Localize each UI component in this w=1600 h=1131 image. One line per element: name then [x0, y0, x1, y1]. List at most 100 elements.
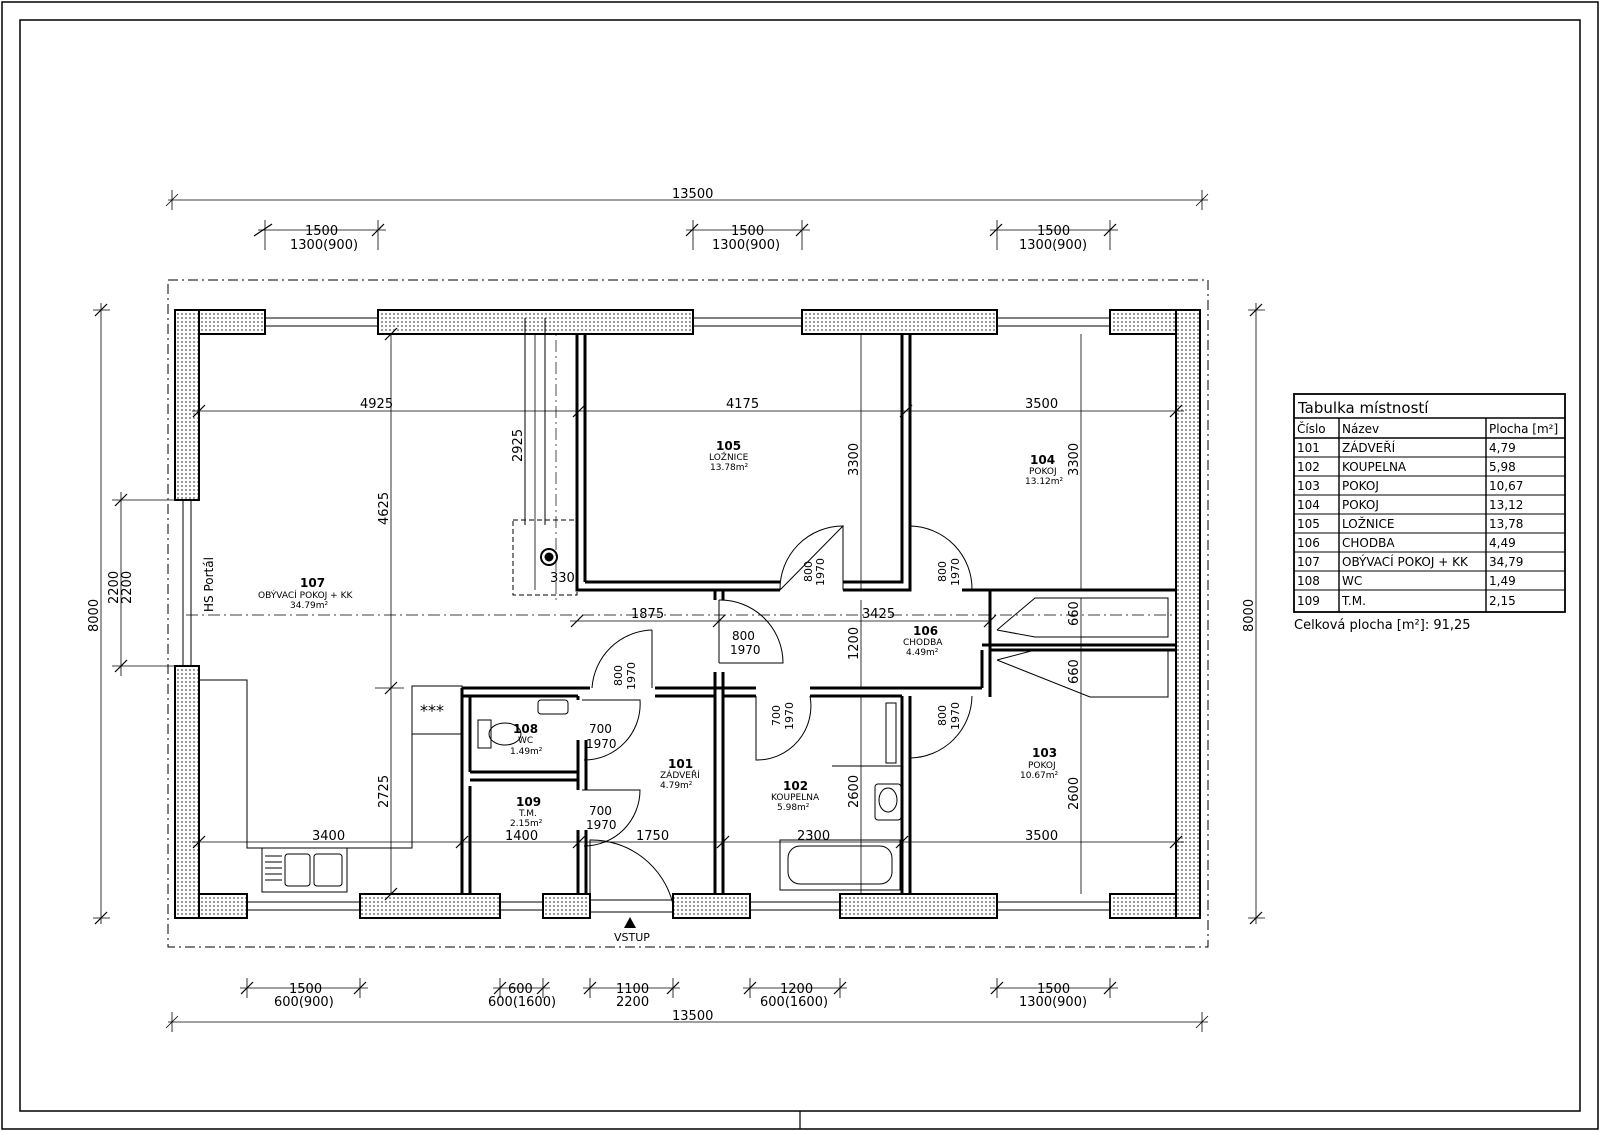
svg-text:5.98m²: 5.98m²: [777, 803, 810, 813]
svg-text:4.49m²: 4.49m²: [906, 648, 939, 658]
door-106-height: 1970: [730, 643, 761, 657]
room-103-label: 103 POKOJ 10.67m²: [1020, 746, 1059, 781]
table-row-number: 101: [1297, 441, 1320, 455]
door-108-width: 700: [589, 722, 612, 736]
dim-2600-102: 2600: [847, 775, 862, 808]
table-row-name: ZÁDVEŘÍ: [1342, 440, 1396, 455]
window-top-1-h: 1300(900): [290, 238, 358, 253]
window-bottom-1-w: 1500: [289, 982, 322, 997]
portal-label: HS Portál: [202, 557, 216, 612]
svg-text:CHODBA: CHODBA: [903, 638, 943, 648]
door-104-height: 1970: [949, 558, 962, 586]
room-106-label: 106 CHODBA 4.49m²: [903, 624, 943, 658]
dim-330: 330: [550, 571, 575, 586]
doors: [582, 525, 973, 905]
dim-1400: 1400: [505, 829, 538, 844]
svg-text:WC: WC: [518, 736, 533, 746]
window-bottom-3-h: 2200: [616, 995, 649, 1010]
svg-text:13.12m²: 13.12m²: [1025, 477, 1064, 487]
table-row-name: POKOJ: [1342, 498, 1379, 512]
door-105-width: 800: [802, 561, 815, 582]
svg-text:106: 106: [913, 624, 938, 638]
roof-outline: [167, 279, 1209, 948]
room-table-header-number: Číslo: [1297, 421, 1326, 436]
entry-label: VSTUP: [614, 931, 650, 944]
svg-text:POKOJ: POKOJ: [1029, 467, 1057, 477]
svg-text:13.78m²: 13.78m²: [710, 463, 749, 473]
room-104-label: 104 POKOJ 13.12m²: [1025, 453, 1064, 487]
table-row-area: 2,15: [1489, 594, 1516, 608]
exterior-walls: [174, 309, 1201, 919]
table-row-name: POKOJ: [1342, 479, 1379, 493]
room-table-header-area: Plocha [m²]: [1489, 422, 1558, 436]
dim-2300: 2300: [797, 829, 830, 844]
dim-4175: 4175: [726, 397, 759, 412]
svg-text:T.M.: T.M.: [518, 809, 537, 819]
room-101-label: 101 ZÁDVEŘÍ 4.79m²: [660, 757, 700, 791]
table-row-number: 107: [1297, 555, 1320, 569]
dim-overall-bottom: 13500: [672, 1009, 713, 1024]
chimney-duct: [512, 318, 578, 596]
dim-3500-bottom: 3500: [1025, 829, 1058, 844]
table-row-name: OBÝVACÍ POKOJ + KK: [1342, 554, 1469, 569]
door-104-width: 800: [936, 561, 949, 582]
table-row-name: KOUPELNA: [1342, 460, 1407, 474]
door-109-width: 700: [589, 804, 612, 818]
svg-text:LOŽNICE: LOŽNICE: [709, 451, 749, 463]
svg-text:109: 109: [516, 795, 541, 809]
room-107-label: 107 OBÝVACÍ POKOJ + KK 34.79m²: [258, 576, 353, 611]
door-107-height: 1970: [625, 662, 638, 690]
door-109-height: 1970: [586, 818, 617, 832]
room-table-title: Tabulka místností: [1297, 399, 1429, 417]
dim-4625: 4625: [377, 492, 392, 525]
door-103-width: 800: [936, 705, 949, 726]
table-row-area: 10,67: [1489, 479, 1523, 493]
dim-2925: 2925: [511, 429, 526, 462]
table-row-area: 1,49: [1489, 574, 1516, 588]
room-table: [1293, 393, 1566, 613]
svg-text:4.79m²: 4.79m²: [660, 781, 693, 791]
dim-3300-105: 3300: [847, 443, 862, 476]
dim-3500-top: 3500: [1025, 397, 1058, 412]
dim-660-a: 660: [1067, 601, 1082, 626]
svg-text:105: 105: [716, 439, 741, 453]
door-102-height: 1970: [783, 702, 796, 730]
dim-3425: 3425: [862, 607, 895, 622]
door-103-height: 1970: [949, 702, 962, 730]
room-table-header-name: Název: [1342, 422, 1379, 436]
window-bottom-5-h: 1300(900): [1019, 995, 1087, 1010]
table-row-number: 104: [1297, 498, 1320, 512]
window-top-2-h: 1300(900): [712, 238, 780, 253]
door-102-width: 700: [770, 705, 783, 726]
dim-portal-2: 2200: [120, 571, 135, 604]
dim-1200: 1200: [847, 627, 862, 660]
dim-1750: 1750: [636, 829, 669, 844]
dim-4925: 4925: [360, 397, 393, 412]
svg-text:ZÁDVEŘÍ: ZÁDVEŘÍ: [660, 769, 700, 781]
dim-2600-103: 2600: [1067, 777, 1082, 810]
room-105-label: 105 LOŽNICE 13.78m²: [709, 439, 749, 473]
svg-text:101: 101: [668, 757, 693, 771]
svg-text:POKOJ: POKOJ: [1028, 761, 1056, 771]
dim-3300-104: 3300: [1067, 443, 1082, 476]
dim-portal-1: 2200: [107, 571, 122, 604]
svg-text:102: 102: [783, 779, 808, 793]
window-bottom-1-h: 600(900): [274, 995, 334, 1010]
room-102-label: 102 KOUPELNA 5.98m²: [771, 779, 820, 813]
table-row-area: 34,79: [1489, 555, 1523, 569]
window-bottom-5-w: 1500: [1037, 982, 1070, 997]
table-row-name: LOŽNICE: [1342, 516, 1394, 531]
dim-overall-left: 8000: [87, 599, 102, 632]
table-row-name: T.M.: [1341, 594, 1366, 608]
svg-text:107: 107: [300, 576, 325, 590]
table-row-name: WC: [1342, 574, 1362, 588]
svg-text:103: 103: [1032, 746, 1057, 760]
table-row-number: 105: [1297, 517, 1320, 531]
table-row-area: 5,98: [1489, 460, 1516, 474]
table-row-area: 4,79: [1489, 441, 1516, 455]
table-row-area: 4,49: [1489, 536, 1516, 550]
window-bottom-3-w: 1100: [616, 982, 649, 997]
window-bottom-2-h: 600(1600): [488, 995, 556, 1010]
window-bottom-2-w: 600: [508, 982, 533, 997]
